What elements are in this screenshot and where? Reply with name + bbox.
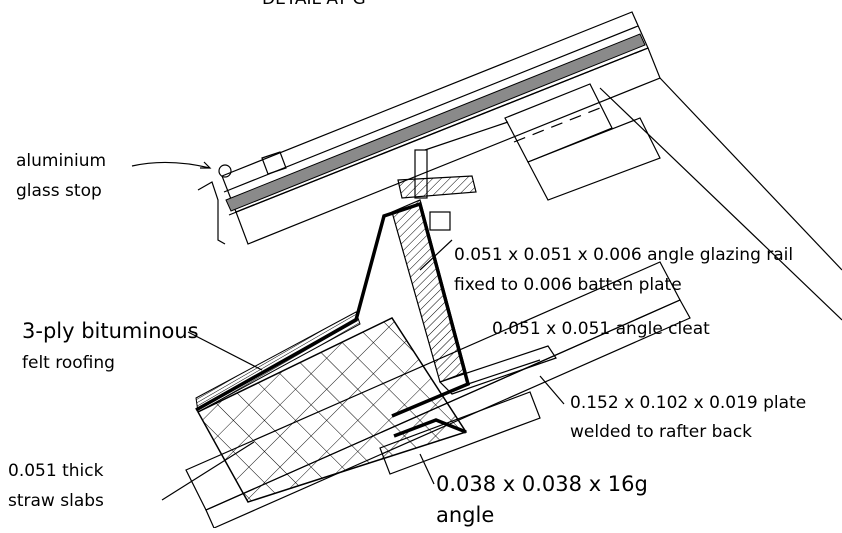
label-straw-slabs: 0.051 thick straw slabs — [8, 461, 104, 511]
rail-bolt — [414, 149, 428, 199]
label-glazing-rail: 0.051 x 0.051 x 0.006 angle glazing rail… — [454, 245, 793, 295]
small-angle — [393, 418, 467, 438]
label-angle-cleat-line-1: 0.051 x 0.051 angle cleat — [492, 319, 710, 339]
label-glass-stop: aluminium glass stop — [16, 151, 106, 201]
label-plate: 0.152 x 0.102 x 0.019 plate welded to ra… — [570, 393, 806, 442]
label-felt-roofing: 3-ply bituminous felt roofing — [22, 319, 199, 373]
label-small-angle-line-1: 0.038 x 0.038 x 16g — [436, 472, 648, 496]
angle-cleat — [438, 345, 557, 395]
label-small-angle: 0.038 x 0.038 x 16g angle — [436, 472, 648, 527]
leader-lines — [131, 161, 565, 501]
label-angle-cleat: 0.051 x 0.051 angle cleat — [492, 319, 710, 339]
glazing-assembly — [197, 11, 842, 321]
felt-roofing — [195, 201, 471, 418]
label-plate-line-2: welded to rafter back — [570, 422, 752, 442]
label-small-angle-line-2: angle — [436, 503, 494, 527]
label-felt-roofing-line-2: felt roofing — [22, 353, 115, 373]
straw-slabs — [196, 317, 468, 503]
label-straw-slabs-line-1: 0.051 thick — [8, 461, 104, 481]
label-glass-stop-line-1: aluminium — [16, 151, 106, 171]
rafter-plate — [185, 261, 691, 529]
rail-nut — [429, 211, 451, 231]
label-glass-stop-line-2: glass stop — [16, 181, 102, 201]
title-fragment: DETAIL AT G — [262, 0, 366, 9]
label-straw-slabs-line-2: straw slabs — [8, 491, 104, 511]
label-felt-roofing-line-1: 3-ply bituminous — [22, 319, 199, 343]
label-glazing-rail-line-1: 0.051 x 0.051 x 0.006 angle glazing rail — [454, 245, 793, 265]
label-glazing-rail-line-2: fixed to 0.006 batten plate — [454, 275, 682, 295]
glass-stop-bolt — [218, 164, 232, 178]
label-plate-line-1: 0.152 x 0.102 x 0.019 plate — [570, 393, 806, 413]
glass-pane — [225, 33, 646, 212]
angle-glazing-rail — [391, 121, 509, 383]
